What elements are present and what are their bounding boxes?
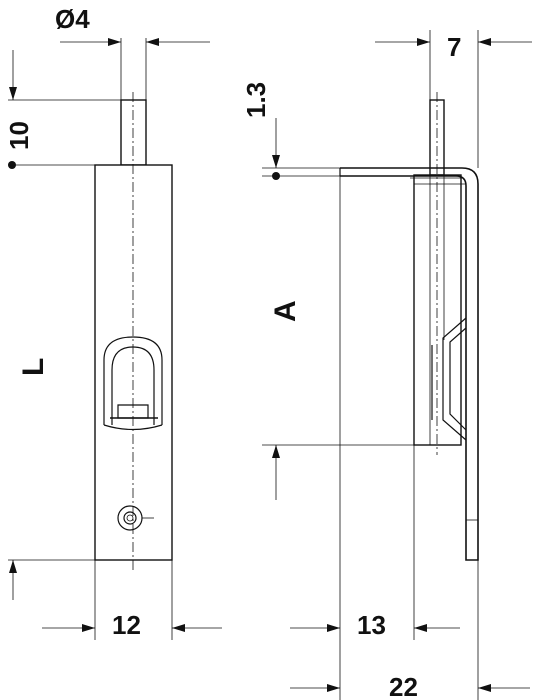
side-depth-label: 7	[447, 32, 461, 62]
dim-bracket-length: A	[262, 300, 414, 500]
front-view: Ø4 10 L 12	[4, 4, 222, 640]
dim-setback: 13	[290, 176, 460, 700]
bracket-length-label: A	[269, 300, 302, 322]
setback-label: 13	[357, 610, 386, 640]
flange-offset-label: 1.3	[241, 82, 271, 118]
diameter-label: Ø4	[55, 4, 90, 34]
pin-projection-label: 10	[4, 121, 34, 150]
side-bolt-rod	[413, 174, 462, 446]
side-view: 7 1.3 A 13	[241, 30, 532, 700]
bolt-housing	[94, 164, 173, 561]
dim-width: 12	[42, 560, 222, 640]
screw-icon	[117, 505, 154, 531]
bolt-pin	[120, 99, 147, 166]
slide-handle	[103, 336, 163, 431]
dim-diameter: Ø4	[55, 4, 210, 100]
mounting-bracket	[339, 167, 479, 561]
dim-length: L	[8, 358, 95, 600]
dim-flange-offset: 1.3	[241, 82, 340, 180]
width-label: 12	[112, 610, 141, 640]
length-label: L	[17, 358, 50, 376]
dim-overall-depth: 22	[290, 560, 530, 700]
dim-pin-projection: 10	[4, 50, 121, 169]
overall-depth-label: 22	[389, 672, 418, 700]
dim-side-depth: 7	[375, 30, 532, 168]
